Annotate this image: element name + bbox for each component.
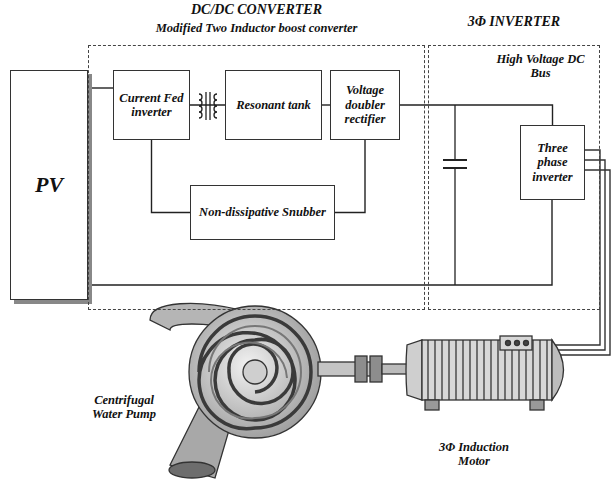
box-label: Current Fed inverter [117,91,186,120]
wire-connector [322,105,330,106]
wire-line [152,140,191,213]
wire-line [335,140,365,213]
box-label: Non-dissipative Snubber [199,205,326,219]
process-box: Voltage doubler rectifier [330,70,400,140]
wire-line [88,87,113,88]
box-label: PV [35,172,63,197]
wire-connector [190,105,225,106]
capacitor-symbol [443,105,467,285]
box-label: Voltage doubler rectifier [334,83,396,126]
wire-connector [400,105,553,125]
wire-line [88,200,552,285]
region-heading: Modified Two Inductor boost converter [88,21,425,35]
region-heading: DC/DC CONVERTER [88,2,425,18]
part-label: 3Φ Induction Motor [428,440,520,469]
wire-connector [88,200,552,285]
centrifugal-pump [150,303,382,478]
pv-array: PV [10,70,88,300]
inverter-region: 3Φ INVERTER High Voltage DC BusThree phas… [428,0,600,310]
wire-line [400,105,553,125]
part-label: Centrifugal Water Pump [78,393,170,422]
process-box: Resonant tank [225,70,322,140]
induction-motor [382,336,564,410]
wire-connector [335,140,365,213]
dcdc-converter-region: DC/DC CONVERTER Modified Two Inductor boo… [88,0,425,310]
box-label: Three phase inverter [524,141,581,184]
wire-line [190,104,225,105]
region-heading: High Voltage DC Bus [488,52,593,81]
process-box: Non-dissipative Snubber [190,185,335,240]
transformer-symbol [195,92,221,120]
wire-connector [88,88,113,89]
process-box: Three phase inverter [520,125,585,200]
box-label: Resonant tank [236,98,311,112]
wire-connector [152,140,191,213]
wire-line [322,104,330,105]
region-heading: 3Φ INVERTER [428,14,600,30]
process-box: Current Fed inverter [113,70,190,140]
